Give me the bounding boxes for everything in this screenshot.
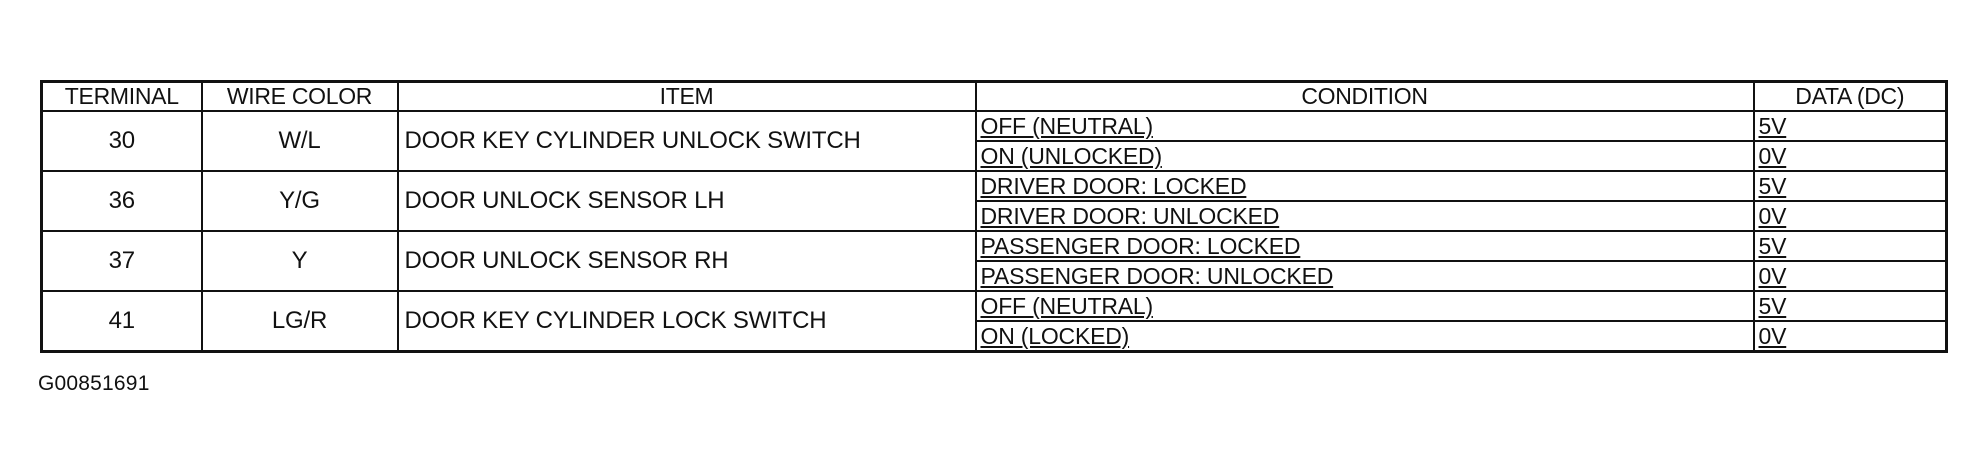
header-row: TERMINAL WIRE COLOR ITEM CONDITION DATA … <box>40 80 1948 112</box>
data-value: 5V <box>1758 113 1787 139</box>
figure-id-caption: G00851691 <box>38 372 150 395</box>
data-cell: 5V <box>1752 290 1948 322</box>
data-cell: 5V <box>1752 230 1948 262</box>
data-cell: 0V <box>1752 320 1948 353</box>
condition-cell: PASSENGER DOOR: UNLOCKED <box>974 260 1755 292</box>
data-cell: 5V <box>1752 110 1948 142</box>
wire-color-cell: W/L <box>200 110 399 172</box>
data-value: 5V <box>1758 233 1787 259</box>
header-wire-color: WIRE COLOR <box>200 80 399 112</box>
table-row: PASSENGER DOOR: UNLOCKED 0V <box>42 260 1948 292</box>
data-cell: 5V <box>1752 170 1948 202</box>
terminal-cell: 36 <box>40 170 203 232</box>
data-value: 5V <box>1758 173 1787 199</box>
header-data-dc: DATA (DC) <box>1752 80 1948 112</box>
table-row: ON (LOCKED) 0V <box>42 320 1948 353</box>
condition-cell: DRIVER DOOR: UNLOCKED <box>974 200 1755 232</box>
condition-text: ON (LOCKED) <box>980 323 1130 349</box>
condition-cell: DRIVER DOOR: LOCKED <box>974 170 1755 202</box>
condition-cell: OFF (NEUTRAL) <box>974 110 1755 142</box>
condition-cell: OFF (NEUTRAL) <box>974 290 1755 322</box>
data-cell: 0V <box>1752 200 1948 232</box>
table-header: TERMINAL WIRE COLOR ITEM CONDITION DATA … <box>40 80 1948 112</box>
data-cell: 0V <box>1752 140 1948 172</box>
wire-color-cell: LG/R <box>200 290 399 353</box>
condition-cell: PASSENGER DOOR: LOCKED <box>974 230 1755 262</box>
header-terminal: TERMINAL <box>40 80 203 112</box>
condition-text: DRIVER DOOR: UNLOCKED <box>980 203 1280 229</box>
condition-cell: ON (UNLOCKED) <box>974 140 1755 172</box>
condition-text: ON (UNLOCKED) <box>980 143 1163 169</box>
item-cell: DOOR UNLOCK SENSOR LH <box>396 170 977 232</box>
wire-color-cell: Y/G <box>200 170 399 232</box>
wire-color-cell: Y <box>200 230 399 292</box>
table-row: 41 LG/R DOOR KEY CYLINDER LOCK SWITCH OF… <box>40 290 1948 353</box>
header-condition: CONDITION <box>974 80 1755 112</box>
data-value: 5V <box>1758 293 1787 319</box>
table-row: 30 W/L DOOR KEY CYLINDER UNLOCK SWITCH O… <box>40 110 1948 172</box>
item-cell: DOOR UNLOCK SENSOR RH <box>396 230 977 292</box>
table-body: 30 W/L DOOR KEY CYLINDER UNLOCK SWITCH O… <box>40 110 1948 353</box>
table-row: 37 Y DOOR UNLOCK SENSOR RH PASSENGER DOO… <box>40 230 1948 292</box>
data-value: 0V <box>1758 323 1787 349</box>
data-value: 0V <box>1758 263 1787 289</box>
terminal-cell: 30 <box>40 110 203 172</box>
condition-text: DRIVER DOOR: LOCKED <box>980 173 1247 199</box>
condition-text: OFF (NEUTRAL) <box>980 293 1154 319</box>
condition-text: PASSENGER DOOR: UNLOCKED <box>980 263 1334 289</box>
item-cell: DOOR KEY CYLINDER LOCK SWITCH <box>396 290 977 353</box>
condition-cell: ON (LOCKED) <box>974 320 1755 353</box>
item-cell: DOOR KEY CYLINDER UNLOCK SWITCH <box>396 110 977 172</box>
condition-text: PASSENGER DOOR: LOCKED <box>980 233 1301 259</box>
terminal-data-table: TERMINAL WIRE COLOR ITEM CONDITION DATA … <box>40 80 1948 353</box>
table-row: DRIVER DOOR: UNLOCKED 0V <box>42 200 1948 232</box>
terminal-cell: 37 <box>40 230 203 292</box>
terminal-cell: 41 <box>40 290 203 353</box>
data-cell: 0V <box>1752 260 1948 292</box>
table-row: ON (UNLOCKED) 0V <box>42 140 1948 172</box>
table-row: 36 Y/G DOOR UNLOCK SENSOR LH DRIVER DOOR… <box>40 170 1948 232</box>
data-value: 0V <box>1758 143 1787 169</box>
data-value: 0V <box>1758 203 1787 229</box>
header-item: ITEM <box>396 80 977 112</box>
condition-text: OFF (NEUTRAL) <box>980 113 1154 139</box>
